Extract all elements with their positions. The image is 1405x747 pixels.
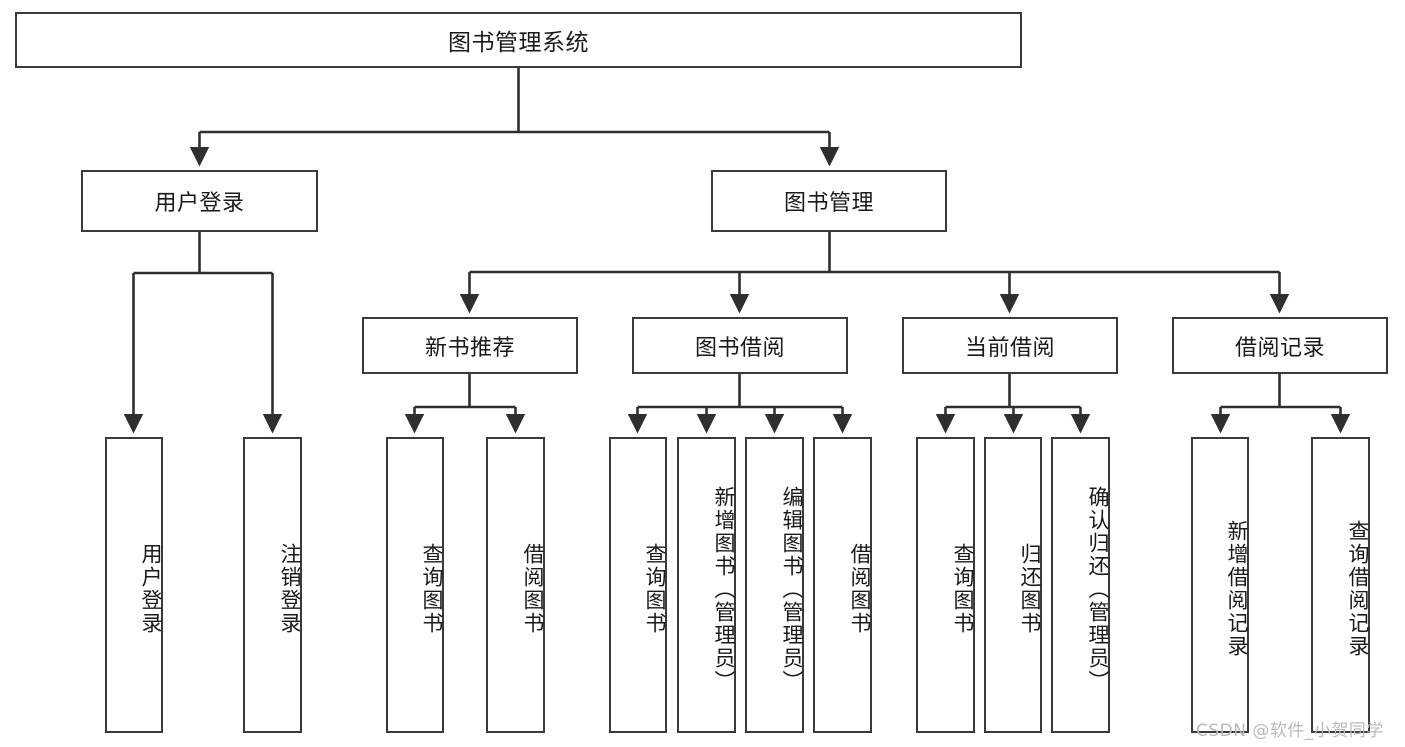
leaf-label: 查询图书 [420, 543, 444, 635]
leaf-label: 借阅图书 [848, 543, 872, 635]
node-borrow-record[interactable]: 借阅记录 [1172, 317, 1388, 374]
node-book-borrow[interactable]: 图书借阅 [632, 317, 848, 374]
leaf-label: 注销登录 [278, 543, 302, 635]
node-leaf-query-borrow-record[interactable]: 查询借阅记录 [1311, 437, 1370, 733]
node-leaf-edit-book-admin[interactable]: 编辑图书（管理员） [745, 437, 804, 733]
leaf-label: 新增借阅记录 [1225, 520, 1249, 658]
leaf-label: 新增图书（管理员） [712, 485, 736, 693]
leaf-label: 用户登录 [139, 543, 163, 635]
node-current-borrow[interactable]: 当前借阅 [902, 317, 1118, 374]
node-root-system[interactable]: 图书管理系统 [15, 12, 1022, 68]
node-user-login[interactable]: 用户登录 [81, 170, 318, 232]
leaf-label: 确认归还（管理员） [1086, 485, 1110, 693]
node-leaf-confirm-return-admin[interactable]: 确认归还（管理员） [1051, 437, 1110, 733]
node-leaf-query-book-borrow[interactable]: 查询图书 [609, 437, 667, 733]
node-new-book-recommend[interactable]: 新书推荐 [362, 317, 578, 374]
node-leaf-query-book-rec[interactable]: 查询图书 [386, 437, 444, 733]
node-leaf-borrow-book[interactable]: 借阅图书 [813, 437, 872, 733]
node-leaf-return-book[interactable]: 归还图书 [984, 437, 1042, 733]
node-leaf-borrow-book-rec[interactable]: 借阅图书 [486, 437, 545, 733]
node-leaf-user-login[interactable]: 用户登录 [105, 437, 163, 733]
leaf-label: 借阅图书 [521, 543, 545, 635]
node-leaf-add-book-admin[interactable]: 新增图书（管理员） [677, 437, 736, 733]
leaf-label: 查询借阅记录 [1346, 520, 1370, 658]
node-leaf-add-borrow-record[interactable]: 新增借阅记录 [1191, 437, 1249, 733]
csdn-watermark: CSDN @软件_小贺同学 [1196, 721, 1384, 741]
leaf-label: 查询图书 [951, 543, 975, 635]
leaf-label: 查询图书 [643, 543, 667, 635]
node-leaf-query-book-current[interactable]: 查询图书 [916, 437, 975, 733]
node-book-management[interactable]: 图书管理 [711, 170, 947, 232]
node-leaf-user-logout[interactable]: 注销登录 [243, 437, 302, 733]
leaf-label: 归还图书 [1018, 543, 1042, 635]
leaf-label: 编辑图书（管理员） [780, 485, 804, 693]
